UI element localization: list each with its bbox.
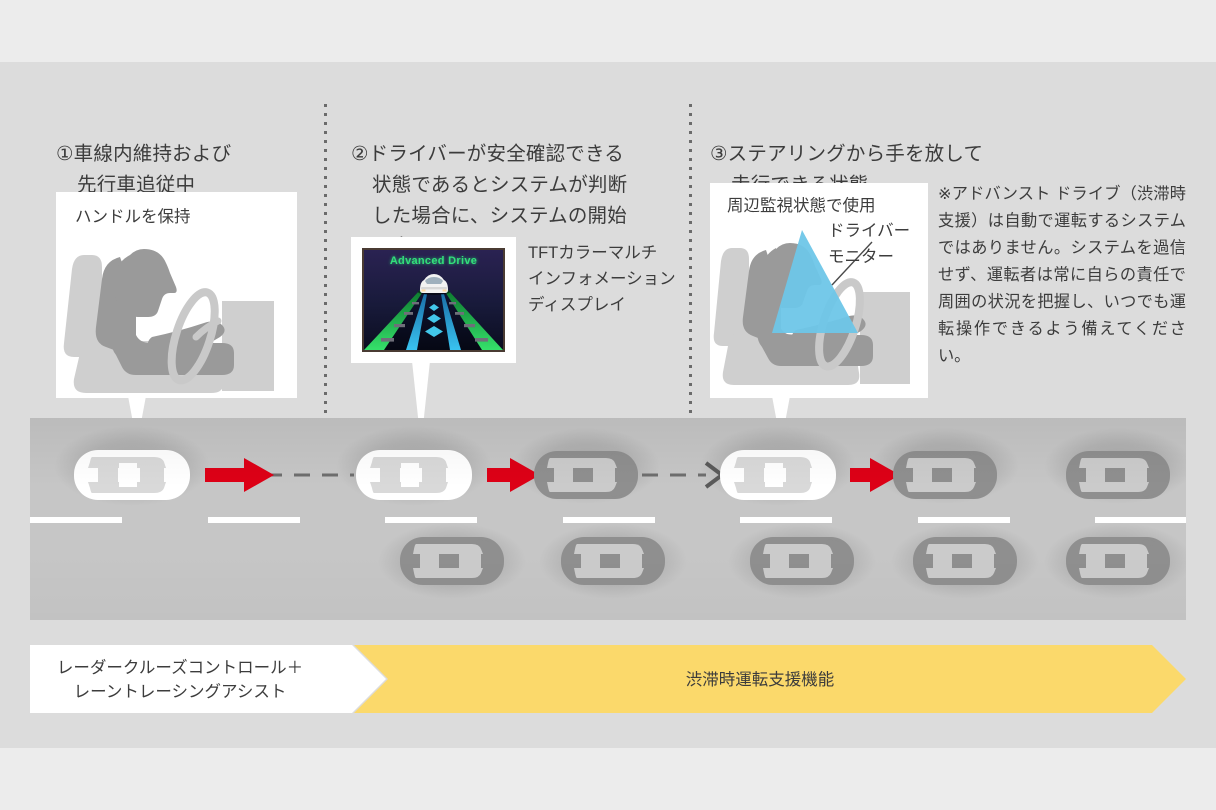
ego-car-2 — [356, 450, 472, 500]
lead-car-3-upper-a — [893, 451, 997, 499]
content-panel — [0, 62, 1216, 748]
road-scene — [30, 426, 1186, 599]
lead-car-3-lower-b — [913, 537, 1017, 585]
column-separator-2 — [689, 104, 692, 622]
feature-banner-shapes — [30, 645, 1186, 713]
red-arrow-2 — [487, 458, 540, 492]
callout-card-2: Advanced Drive — [351, 237, 516, 363]
lead-car-3-upper-b — [1066, 451, 1170, 499]
lead-car-2-lower-a — [400, 537, 504, 585]
tft-advanced-drive-label: Advanced Drive — [389, 255, 478, 267]
lead-car-2-upper — [534, 451, 638, 499]
banner-left-label: レーダークルーズコントロール＋ レーントレーシングアシスト — [56, 659, 304, 701]
tft-road-graphic — [364, 250, 503, 350]
banner-right-label: 渋滞時運転支援機能 — [685, 671, 835, 689]
column-1-heading: ①車線内維持および 先行車追従中 — [56, 108, 231, 232]
lead-car-3-lower-a — [750, 537, 854, 585]
column-separator-1 — [324, 104, 327, 622]
feature-banner — [30, 645, 1186, 713]
red-arrow-3 — [850, 458, 900, 492]
ego-car-3 — [720, 450, 836, 500]
ego-car-1 — [74, 450, 190, 500]
lead-car-3-lower-c — [1066, 537, 1170, 585]
road-strip — [30, 418, 1186, 620]
banner-right-shape — [354, 645, 1186, 713]
card-3-title: 周辺監視状態で使用 — [727, 197, 876, 215]
tft-display-bezel: Advanced Drive — [362, 248, 505, 352]
tft-display-caption: TFTカラーマルチ インフォメーション ディスプレイ — [528, 244, 676, 314]
driver-monitor-illustration — [713, 230, 910, 385]
lead-car-2-lower-b — [561, 537, 665, 585]
card-1-title: ハンドルを保持 — [75, 208, 191, 226]
column-1-heading-text: ①車線内維持および 先行車追従中 — [56, 143, 232, 196]
callout-card-1: ハンドルを保持 — [56, 192, 297, 398]
banner-left-shape — [30, 645, 386, 713]
driver-holding-wheel-illustration — [63, 249, 274, 393]
red-arrow-1 — [205, 458, 274, 492]
tft-display-screen: Advanced Drive — [364, 250, 503, 350]
callout-card-3: 周辺監視状態で使用 — [710, 183, 928, 398]
disclaimer-note: ※アドバンスト ドライブ（渋滞時支援）は自動で運転するシステムではありません。シ… — [938, 185, 1186, 365]
driver-monitor-label: ドライバー モニター — [828, 222, 911, 266]
